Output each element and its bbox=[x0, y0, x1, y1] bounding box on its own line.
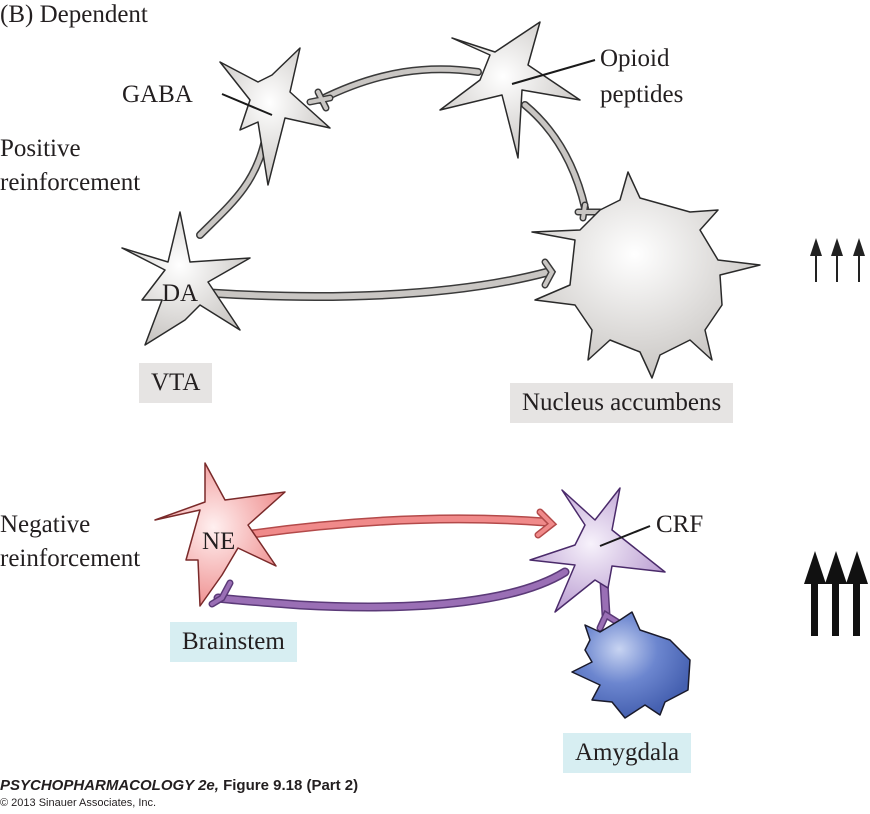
positive-reinforcement-label-line2: reinforcement bbox=[0, 169, 141, 196]
copyright-notice: © 2013 Sinauer Associates, Inc. bbox=[0, 797, 157, 809]
axon-crf-to-ne bbox=[208, 567, 570, 612]
nucleus-accumbens-region-label: Nucleus accumbens bbox=[510, 383, 734, 423]
axon-gaba-to-da bbox=[196, 136, 269, 239]
arrow-up-icon bbox=[831, 238, 843, 282]
arrow-up-icon bbox=[804, 551, 826, 636]
da-label: DA bbox=[162, 280, 199, 307]
nucleus-accumbens-neuron bbox=[531, 171, 761, 379]
axon-da-to-nucleus bbox=[205, 258, 557, 301]
opioid-neuron bbox=[439, 21, 596, 159]
amygdala-neuron bbox=[571, 611, 691, 719]
opioid-label-line2: peptides bbox=[600, 81, 684, 108]
gaba-label: GABA bbox=[122, 81, 193, 108]
ne-label: NE bbox=[202, 528, 236, 555]
axons-positive bbox=[196, 65, 604, 301]
figure-caption: PSYCHOPHARMACOLOGY 2e, Figure 9.18 (Part… bbox=[0, 777, 358, 794]
opioid-label-line1: Opioid bbox=[600, 45, 670, 72]
axons-negative bbox=[208, 508, 626, 632]
da-neuron bbox=[121, 211, 251, 346]
axon-ne-to-crf bbox=[240, 508, 558, 540]
positive-reinforcement-label-line1: Positive bbox=[0, 135, 81, 162]
negative-reinforcement-label-line1: Negative bbox=[0, 511, 91, 538]
panel-title: (B) Dependent bbox=[0, 1, 148, 28]
crf-neuron bbox=[529, 487, 666, 613]
negative-reinforcement-label-line2: reinforcement bbox=[0, 545, 141, 572]
axon-opioid-to-nucleus bbox=[521, 101, 604, 222]
caption-figure-number: Figure 9.18 (Part 2) bbox=[218, 777, 359, 794]
axon-gaba-to-opioid bbox=[306, 65, 482, 112]
arrow-up-icon bbox=[846, 551, 868, 636]
brainstem-region-label: Brainstem bbox=[170, 622, 297, 662]
crf-label: CRF bbox=[656, 511, 704, 538]
amygdala-region-label: Amygdala bbox=[563, 733, 692, 773]
vta-region-label: VTA bbox=[139, 363, 213, 403]
caption-book-title: PSYCHOPHARMACOLOGY 2e, bbox=[0, 777, 219, 794]
arrow-up-icon bbox=[810, 238, 822, 282]
gaba-neuron bbox=[219, 47, 331, 186]
arrow-up-icon bbox=[825, 551, 847, 636]
ne-neuron bbox=[154, 462, 286, 607]
arrows-negative-thick bbox=[804, 551, 868, 636]
arrow-up-icon bbox=[853, 238, 865, 282]
arrows-positive-thin bbox=[810, 238, 865, 282]
